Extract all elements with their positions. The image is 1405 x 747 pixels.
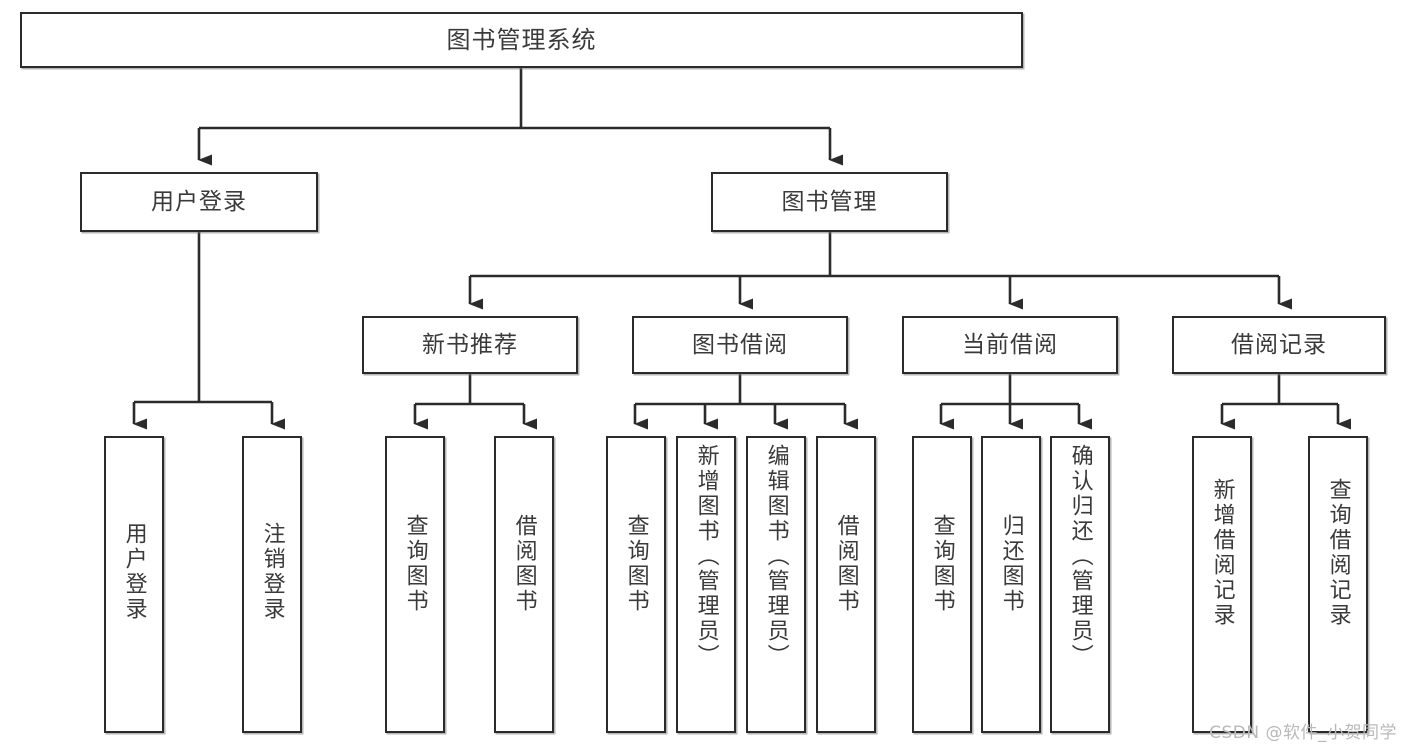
node-current-borrow[interactable]: 当前借阅 <box>902 316 1118 374</box>
csdn-watermark: CSDN @软件_小贺同学 <box>1209 723 1397 743</box>
node-label: 借阅图书 <box>833 514 859 614</box>
node-label: 新增借阅记录 <box>1209 478 1235 628</box>
node-new-book-rec[interactable]: 新书推荐 <box>362 316 578 374</box>
node-label: 编辑图书（管理员） <box>763 444 789 669</box>
leaf-return-book[interactable]: 归还图书 <box>981 436 1041 733</box>
node-label: 图书管理系统 <box>446 26 597 54</box>
leaf-add-book[interactable]: 新增图书（管理员） <box>676 436 736 733</box>
node-label: 注销登录 <box>259 522 285 622</box>
node-book-manage[interactable]: 图书管理 <box>711 172 948 232</box>
node-label: 查询图书 <box>402 514 428 614</box>
node-label: 用户登录 <box>151 188 247 215</box>
node-label: 新增图书（管理员） <box>693 444 719 669</box>
node-label: 借阅图书 <box>511 514 537 614</box>
leaf-query-book-1[interactable]: 查询图书 <box>385 436 445 733</box>
leaf-user-login[interactable]: 用户登录 <box>104 436 164 733</box>
leaf-borrow-book-2[interactable]: 借阅图书 <box>816 436 876 733</box>
leaf-confirm-return[interactable]: 确认归还（管理员） <box>1050 436 1110 733</box>
node-label: 借阅记录 <box>1231 331 1327 358</box>
leaf-borrow-book-1[interactable]: 借阅图书 <box>494 436 554 733</box>
node-user-login[interactable]: 用户登录 <box>80 172 318 232</box>
node-borrow-record[interactable]: 借阅记录 <box>1172 316 1386 374</box>
leaf-logout[interactable]: 注销登录 <box>242 436 302 733</box>
node-label: 查询图书 <box>623 514 649 614</box>
node-label: 查询借阅记录 <box>1325 478 1351 628</box>
node-label: 图书管理 <box>781 188 878 215</box>
node-label: 确认归还（管理员） <box>1067 444 1093 669</box>
leaf-query-book-3[interactable]: 查询图书 <box>912 436 972 733</box>
node-book-borrow[interactable]: 图书借阅 <box>632 316 848 374</box>
leaf-add-record[interactable]: 新增借阅记录 <box>1192 436 1252 733</box>
node-label: 图书借阅 <box>692 331 788 358</box>
node-label: 查询图书 <box>929 514 955 614</box>
leaf-query-record[interactable]: 查询借阅记录 <box>1308 436 1368 733</box>
leaf-query-book-2[interactable]: 查询图书 <box>606 436 666 733</box>
node-label: 归还图书 <box>998 514 1024 614</box>
node-root-system[interactable]: 图书管理系统 <box>20 12 1023 68</box>
node-label: 新书推荐 <box>422 331 518 358</box>
leaf-edit-book[interactable]: 编辑图书（管理员） <box>746 436 806 733</box>
node-label: 用户登录 <box>121 522 147 622</box>
node-label: 当前借阅 <box>962 331 1058 358</box>
